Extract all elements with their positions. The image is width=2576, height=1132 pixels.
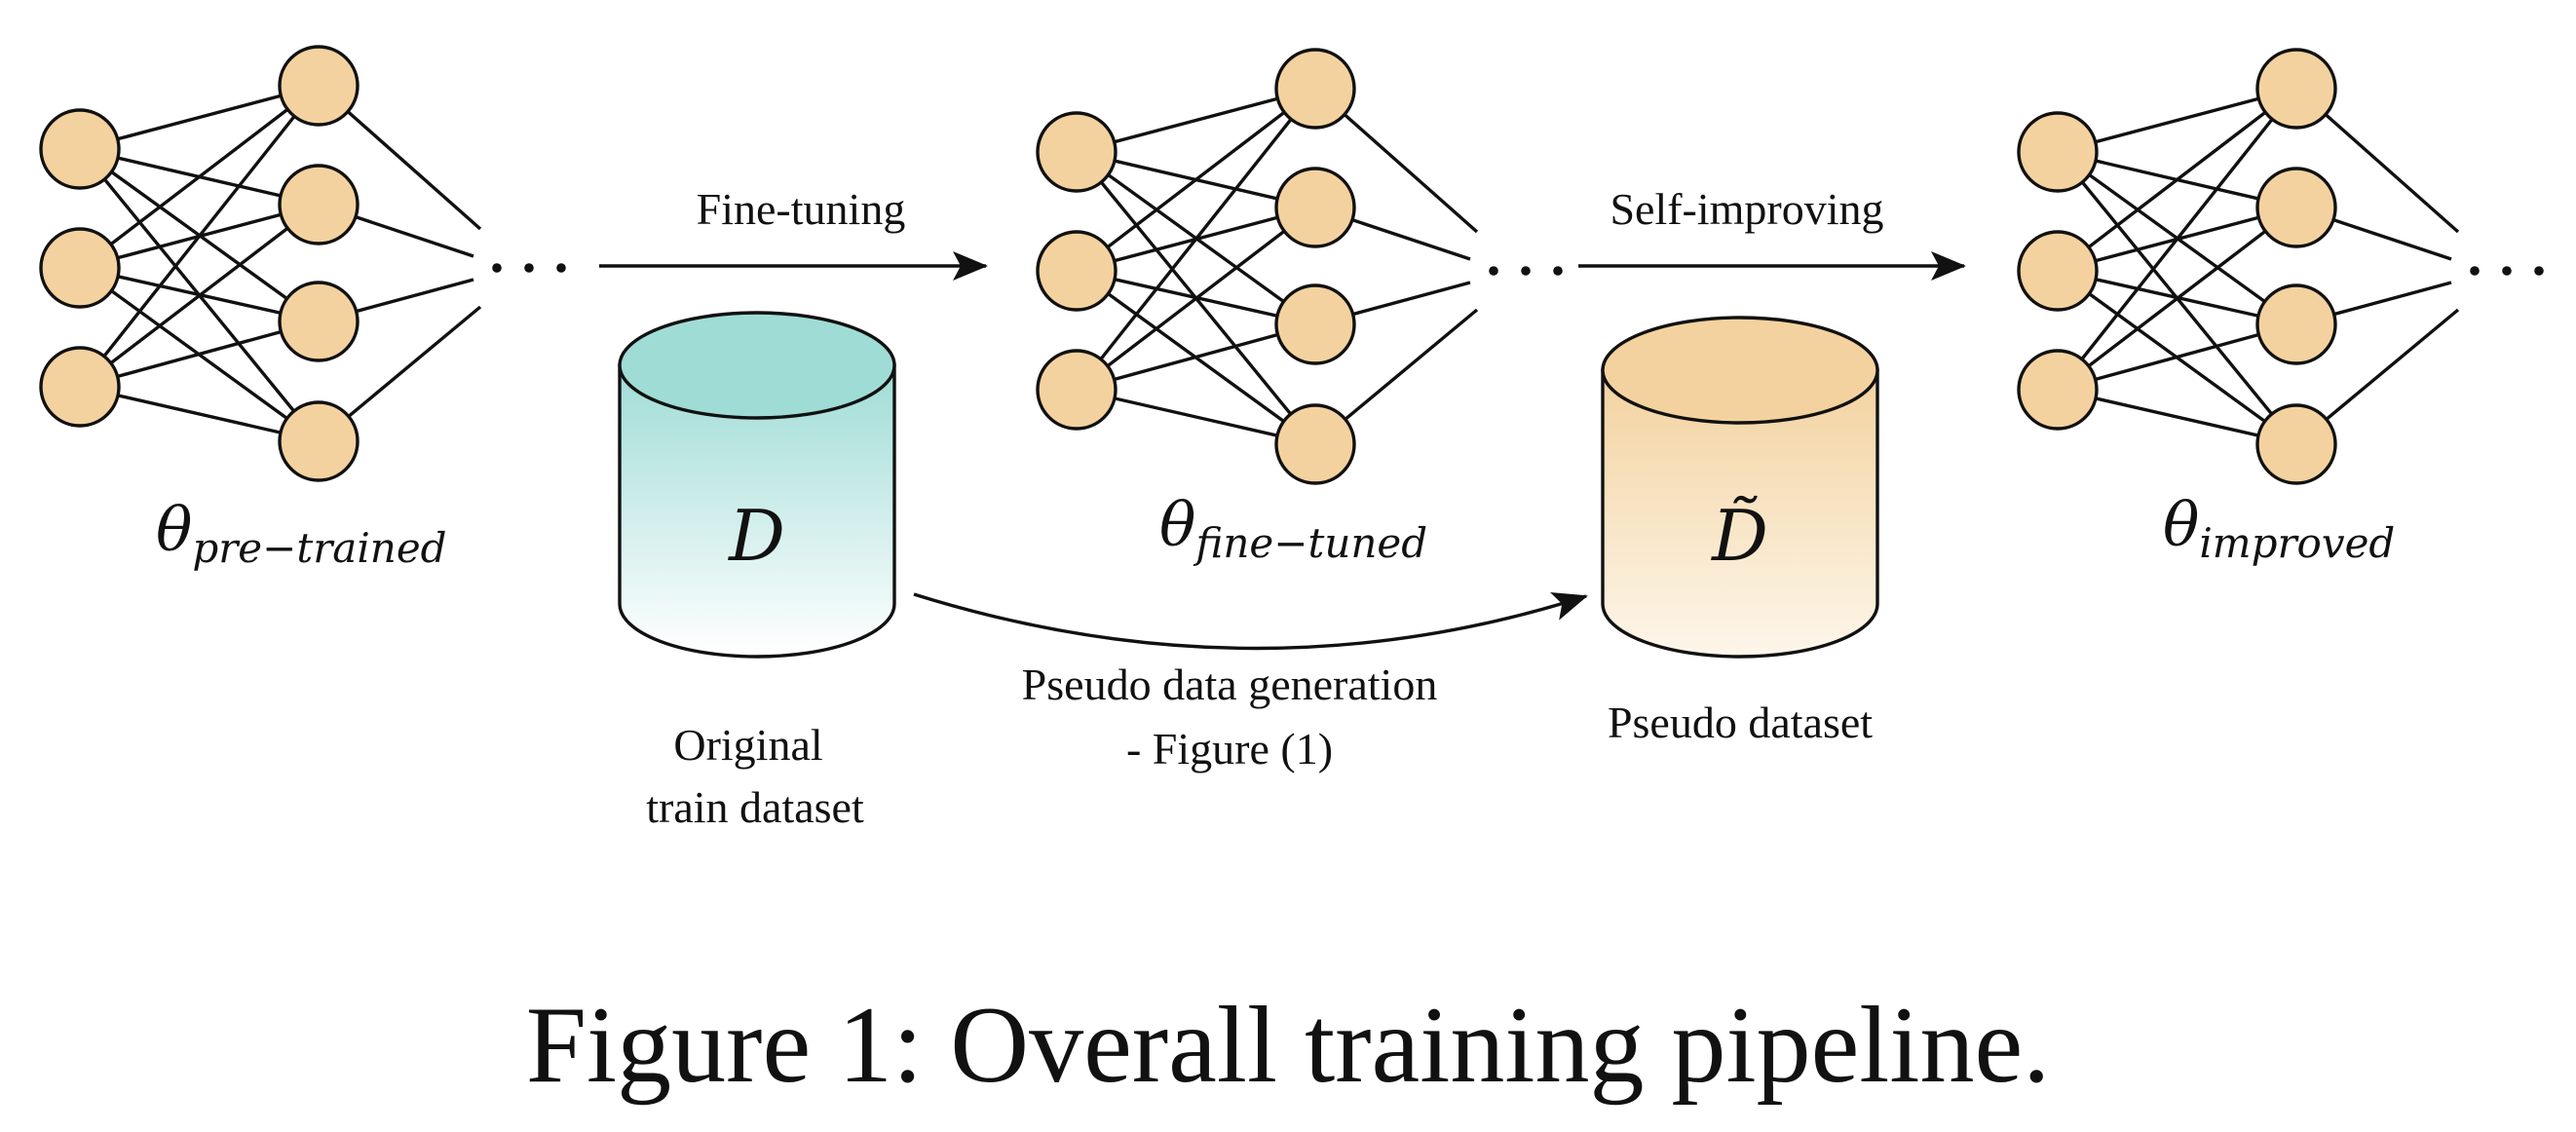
- neuron-node: [39, 227, 121, 309]
- neuron-node: [278, 45, 360, 127]
- neuron-node: [1274, 48, 1356, 130]
- neuron-node: [1274, 283, 1356, 365]
- output-edge: [356, 278, 474, 314]
- neuron-node: [1036, 230, 1118, 312]
- pseudo-generation-label-line1: Pseudo data generation: [1022, 660, 1438, 709]
- neuron-node: [2017, 349, 2099, 431]
- neuron-node: [2017, 230, 2099, 312]
- label-theta-pretrained: θpre−trained: [156, 494, 447, 572]
- output-edge: [1344, 308, 1479, 421]
- output-edge: [346, 110, 482, 231]
- neuron-node: [1274, 403, 1356, 485]
- ellipsis-dot: [2534, 266, 2544, 276]
- output-edge: [2324, 113, 2460, 234]
- neuron-node: [1036, 111, 1118, 193]
- connection-edge: [1076, 388, 1316, 446]
- ellipsis-dot: [524, 263, 534, 273]
- selfimprove-label: Self-improving: [1610, 184, 1883, 234]
- output-edge: [2325, 308, 2460, 421]
- network-finetuned: [1036, 48, 1563, 485]
- finetune-label: Fine-tuning: [697, 184, 906, 234]
- neuron-node: [39, 346, 121, 428]
- connection-edge: [2056, 87, 2298, 392]
- output-edge: [2333, 281, 2452, 317]
- pseudo-generation-arrow: [913, 592, 1588, 651]
- ellipsis-dot: [1521, 266, 1531, 276]
- connection-edge: [79, 84, 320, 151]
- figure-caption: Figure 1: Overall training pipeline.: [526, 985, 2051, 1106]
- connection-edge: [2057, 87, 2297, 154]
- pseudo-generation-label-line2: - Figure (1): [1126, 724, 1333, 774]
- connection-edge: [79, 320, 320, 389]
- original-caption-line2: train dataset: [646, 782, 864, 832]
- output-edge: [1352, 281, 1471, 317]
- ellipsis-dot: [2502, 266, 2512, 276]
- network-pretrained: [39, 45, 566, 482]
- neuron-node: [39, 108, 121, 190]
- ellipsis-dot: [2470, 266, 2480, 276]
- original-dataset-cylinder: D: [618, 311, 896, 659]
- neuron-node: [278, 281, 360, 362]
- ellipsis-dot: [492, 263, 502, 273]
- ellipsis-dot: [1489, 266, 1498, 276]
- network-improved: [2017, 48, 2544, 485]
- dataset-symbol-d-tilde: D̃: [1710, 495, 1768, 577]
- connection-edge: [78, 84, 321, 389]
- output-edge: [2332, 218, 2452, 261]
- output-edge: [347, 305, 482, 418]
- connection-edge: [2057, 388, 2297, 446]
- output-edge: [1343, 113, 1479, 234]
- ellipsis-dot: [556, 263, 566, 273]
- label-theta-finetuned: θfine−tuned: [1159, 489, 1427, 567]
- connection-edge: [2056, 206, 2298, 392]
- connection-edge: [2057, 322, 2297, 392]
- neuron-node: [278, 164, 360, 245]
- neuron-node: [278, 400, 360, 482]
- connection-edge: [1075, 87, 1317, 273]
- connection-edge: [78, 84, 321, 270]
- label-theta-improved: θimproved: [2163, 489, 2395, 567]
- neuron-node: [1036, 349, 1118, 431]
- pseudo-caption: Pseudo dataset: [1608, 698, 1873, 747]
- neuron-node: [2017, 111, 2099, 193]
- connection-edge: [78, 203, 321, 389]
- connection-edge: [1075, 206, 1317, 392]
- neuron-node: [2255, 167, 2337, 248]
- pseudo-dataset-cylinder: D̃: [1601, 316, 1879, 659]
- connection-edge: [1075, 87, 1317, 392]
- connection-edge: [79, 385, 320, 443]
- connection-edge: [1076, 87, 1316, 154]
- output-edge: [355, 215, 474, 258]
- connection-edge: [1076, 322, 1316, 392]
- output-edge: [1351, 218, 1471, 261]
- neuron-node: [2255, 283, 2337, 365]
- neuron-node: [1274, 167, 1356, 248]
- ellipsis-dot: [1553, 266, 1563, 276]
- neuron-node: [2255, 48, 2337, 130]
- neuron-node: [2255, 403, 2337, 485]
- connection-edge: [2056, 87, 2298, 273]
- dataset-symbol-d: D: [727, 495, 785, 577]
- original-caption-line1: Original: [673, 720, 822, 770]
